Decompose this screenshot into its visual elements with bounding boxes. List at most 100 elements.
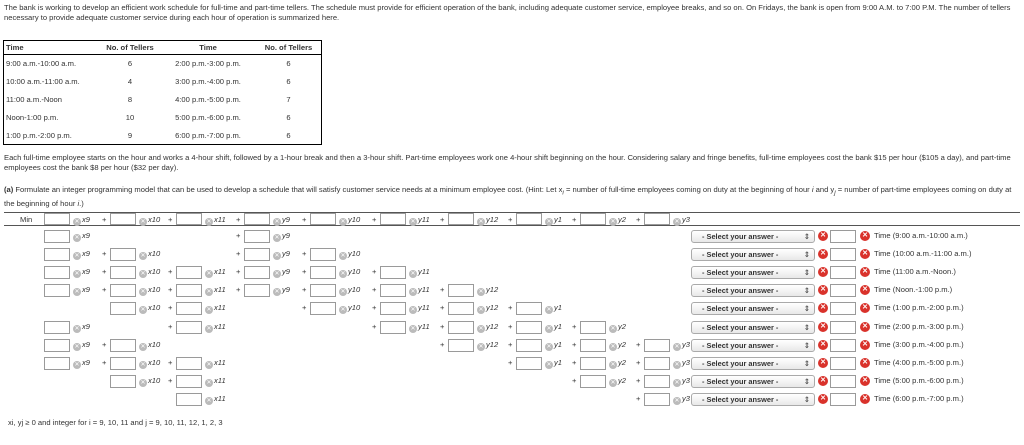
coefficient-input-y2[interactable] [580,356,606,370]
variable-x9: ✕x9 [73,231,90,242]
coefficient-input-x10[interactable] [110,338,136,352]
coefficient-input-x9[interactable] [44,213,70,225]
coefficient-input-y1[interactable] [516,213,542,225]
chevron-updown-icon: ⇕ [803,358,810,368]
coefficient-input-y9[interactable] [244,213,270,225]
coefficient-input-y2[interactable] [580,338,606,352]
coefficient-input-y10[interactable] [310,248,336,262]
coefficient-input-y9[interactable] [244,266,270,280]
coefficient-input-x10[interactable] [110,302,136,316]
constraint-sign-select[interactable]: - Select your answer -⇕ [691,320,815,334]
coefficient-input-x10[interactable] [110,374,136,388]
incorrect-mark-icon: ✕ [409,306,417,315]
coefficient-input-y12[interactable] [448,320,474,334]
coefficient-input-y9[interactable] [244,248,270,262]
coefficient-input-x9[interactable] [44,284,70,298]
coefficient-input-x9[interactable] [44,338,70,352]
coefficient-input-y11[interactable] [380,320,406,334]
constraint-sign-select[interactable]: - Select your answer -⇕ [691,266,815,280]
constraint-row: ✕x9+✕x10+✕x11+✕y9+✕y10+✕y11+✕y12- Select… [4,283,1020,299]
variable-x11: ✕x11 [205,394,226,405]
rhs-input[interactable] [830,230,856,243]
coefficient-input-y11[interactable] [380,213,406,225]
coefficient-input-x10[interactable] [110,266,136,280]
coefficient-input-y12[interactable] [448,338,474,352]
coefficient-input-y1[interactable] [516,302,542,316]
rhs-input[interactable] [830,284,856,298]
variable-y10: ✕y10 [339,249,360,261]
coefficient-input-x9[interactable] [44,230,70,243]
coefficient-input-y2[interactable] [580,213,606,225]
rhs-input[interactable] [830,302,856,316]
coefficient-input-y3[interactable] [644,392,670,406]
coefficient-input-x11[interactable] [176,392,202,406]
plus-sign: + [168,357,173,367]
coefficient-input-y10[interactable] [310,302,336,316]
variable-y12: ✕y12 [477,340,498,351]
coefficient-input-y9[interactable] [244,284,270,298]
rhs-input[interactable] [830,374,856,388]
coefficient-input-x10[interactable] [110,248,136,262]
coefficient-input-x11[interactable] [176,374,202,388]
rhs-input[interactable] [830,338,856,352]
coefficient-input-y2[interactable] [580,320,606,334]
constraint-sign-select[interactable]: - Select your answer -⇕ [691,284,815,298]
rhs-input[interactable] [830,392,856,406]
constraint-sign-select[interactable]: - Select your answer -⇕ [691,356,815,370]
plus-sign: + [168,321,173,331]
variable-y12: ✕y12 [477,322,498,333]
variable-label: y11 [418,285,430,295]
coefficient-input-x11[interactable] [176,284,202,298]
coefficient-input-y3[interactable] [644,374,670,388]
coefficient-input-y11[interactable] [380,284,406,298]
coefficient-input-y11[interactable] [380,266,406,280]
coefficient-input-y2[interactable] [580,374,606,388]
coefficient-input-y1[interactable] [516,320,542,334]
rhs-input[interactable] [830,248,856,262]
coefficient-input-x10[interactable] [110,213,136,225]
coefficient-input-x11[interactable] [176,320,202,334]
coefficient-input-y10[interactable] [310,266,336,280]
coefficient-input-x11[interactable] [176,356,202,370]
coefficient-input-x9[interactable] [44,266,70,280]
rhs-input[interactable] [830,266,856,280]
coefficient-input-y12[interactable] [448,284,474,298]
coefficient-input-x9[interactable] [44,356,70,370]
coefficient-input-y3[interactable] [644,356,670,370]
coefficient-input-y10[interactable] [310,284,336,298]
plus-sign: + [102,339,107,349]
plus-sign: + [236,215,241,224]
coefficient-input-x9[interactable] [44,320,70,334]
coefficient-input-y1[interactable] [516,356,542,370]
coefficient-input-y3[interactable] [644,213,670,225]
coefficient-input-x11[interactable] [176,266,202,280]
coefficient-input-x10[interactable] [110,356,136,370]
coefficient-input-y12[interactable] [448,213,474,225]
constraint-sign-select[interactable]: - Select your answer -⇕ [691,302,815,316]
chevron-updown-icon: ⇕ [803,322,810,332]
rhs-input[interactable] [830,320,856,334]
coefficient-input-x11[interactable] [176,213,202,225]
coefficient-input-y9[interactable] [244,230,270,243]
constraint-sign-select[interactable]: - Select your answer -⇕ [691,392,815,406]
constraint-sign-select[interactable]: - Select your answer -⇕ [691,230,815,243]
coefficient-input-x9[interactable] [44,248,70,262]
coefficient-input-x10[interactable] [110,284,136,298]
variable-y2: ✕y2 [609,322,626,333]
incorrect-mark-icon: ✕ [73,324,81,333]
plus-sign: + [508,215,513,224]
constraint-sign-select[interactable]: - Select your answer -⇕ [691,248,815,262]
variable-label: x9 [82,267,91,277]
coefficient-input-y10[interactable] [310,213,336,225]
rhs-input[interactable] [830,356,856,370]
coefficient-input-y1[interactable] [516,338,542,352]
constraint-sign-select[interactable]: - Select your answer -⇕ [691,338,815,352]
coefficient-input-y11[interactable] [380,302,406,316]
coefficient-input-y12[interactable] [448,302,474,316]
constraint-sign-select[interactable]: - Select your answer -⇕ [691,374,815,388]
tellers-cell: 6 [286,130,291,140]
variable-x11: ✕x11 [205,358,226,369]
coefficient-input-x11[interactable] [176,302,202,316]
plus-sign: + [102,357,107,367]
coefficient-input-y3[interactable] [644,338,670,352]
